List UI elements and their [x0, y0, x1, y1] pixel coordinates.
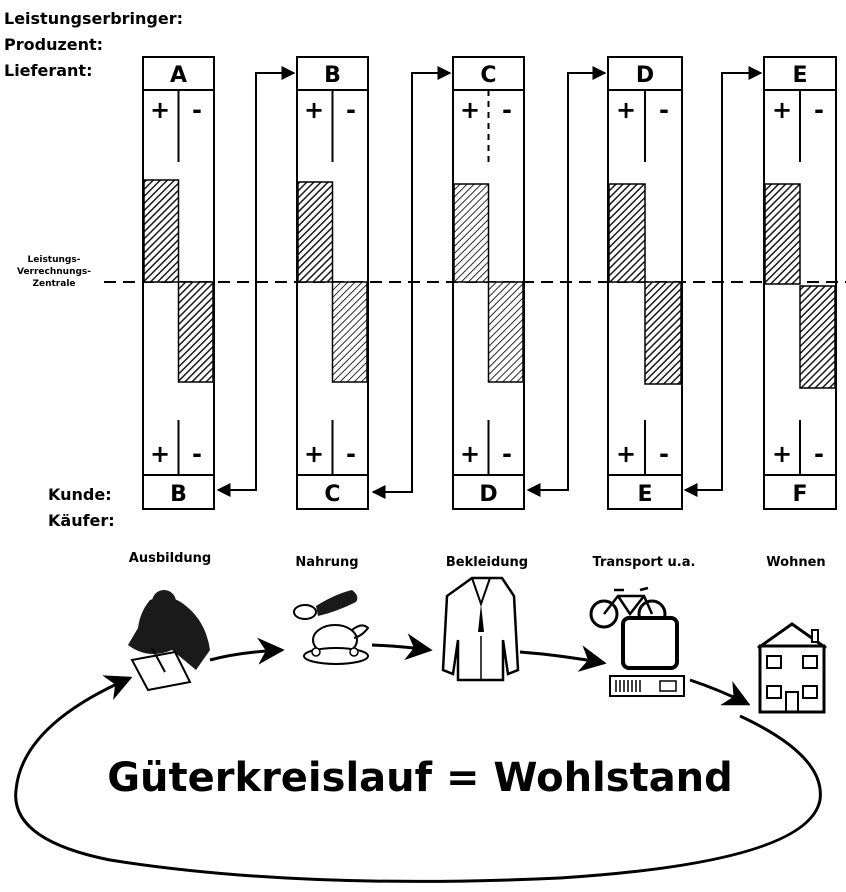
credit-bar: [608, 183, 646, 283]
plus-sign-top: +: [616, 96, 636, 124]
minus-sign-top: -: [502, 96, 512, 124]
debit-bar: [799, 285, 836, 389]
goods-label-clothing: Bekleidung: [446, 555, 528, 570]
goods-label-housing: Wohnen: [766, 555, 825, 570]
account-column-e: E + - + - F: [763, 56, 837, 510]
customer-label: Kunde:: [48, 485, 112, 504]
goods-label-food: Nahrung: [295, 555, 358, 570]
minus-sign-bottom: -: [814, 440, 824, 468]
debit-bar: [644, 281, 682, 385]
flow-arrow-3: [519, 645, 607, 672]
debit-bar: [487, 281, 524, 383]
producer-label: B: [324, 63, 341, 88]
connector-arrow-b: [216, 66, 296, 497]
house-icon: [757, 622, 827, 714]
producer-label: C: [480, 63, 496, 88]
flow-arrow-1: [209, 637, 285, 665]
credit-bar: [764, 183, 801, 285]
debit-bar: [331, 281, 368, 383]
customer-letter: B: [170, 482, 187, 507]
goods-label-transport: Transport u.a.: [593, 555, 696, 570]
producer-label: E: [792, 63, 807, 88]
cycle-title: Güterkreislauf = Wohlstand: [107, 755, 733, 801]
bicycle-and-appliances-icon: [589, 586, 685, 697]
plus-sign-top: +: [772, 96, 792, 124]
center-label-line-1: Leistungs-: [28, 255, 81, 265]
plus-sign-bottom: +: [150, 440, 170, 468]
plus-sign-bottom: +: [304, 440, 324, 468]
minus-sign-bottom: -: [192, 440, 202, 468]
minus-sign-bottom: -: [502, 440, 512, 468]
credit-bar: [453, 183, 490, 283]
minus-sign-top: -: [192, 96, 202, 124]
flow-arrow-2: [371, 633, 433, 661]
producer-label: D: [636, 63, 654, 88]
plus-sign-top: +: [460, 96, 480, 124]
plus-sign-top: +: [150, 96, 170, 124]
account-column-c: C + - + - D: [452, 56, 525, 510]
minus-sign-bottom: -: [659, 440, 669, 468]
customer-letter: F: [792, 482, 807, 507]
credit-bar: [297, 181, 334, 283]
customer-letter: E: [637, 482, 652, 507]
role-label-supplier: Lieferant:: [4, 61, 92, 80]
flow-arrow-4: [689, 678, 751, 706]
account-column-a: A + - + - B: [142, 56, 215, 510]
credit-bar: [143, 179, 180, 283]
connector-arrow-d: [526, 66, 607, 497]
plus-sign-bottom: +: [616, 440, 636, 468]
goods-label-education: Ausbildung: [129, 551, 211, 566]
connector-arrow-e: [683, 66, 763, 497]
student-writing-icon: [128, 590, 210, 692]
producer-label: A: [170, 63, 187, 88]
goods-cycle-loop: [14, 675, 822, 883]
plus-sign-top: +: [304, 96, 324, 124]
buyer-label: Käufer:: [48, 511, 115, 530]
minus-sign-top: -: [814, 96, 824, 124]
center-label-line-3: Zentrale: [32, 279, 75, 289]
account-column-b: B + - + - C: [296, 56, 369, 510]
plus-sign-bottom: +: [772, 440, 792, 468]
minus-sign-bottom: -: [346, 440, 356, 468]
food-platter-icon: [293, 590, 370, 665]
jacket-icon: [441, 576, 520, 682]
minus-sign-top: -: [346, 96, 356, 124]
plus-sign-bottom: +: [460, 440, 480, 468]
role-label-producer: Produzent:: [4, 35, 103, 54]
customer-letter: C: [324, 482, 340, 507]
customer-letter: D: [479, 482, 497, 507]
role-label-provider: Leistungserbringer:: [4, 9, 183, 28]
debit-bar: [177, 281, 214, 383]
account-column-d: D + - + - E: [607, 56, 683, 510]
minus-sign-top: -: [659, 96, 669, 124]
center-label-line-2: Verrechnungs-: [17, 267, 91, 277]
connector-arrow-c: [371, 66, 452, 499]
